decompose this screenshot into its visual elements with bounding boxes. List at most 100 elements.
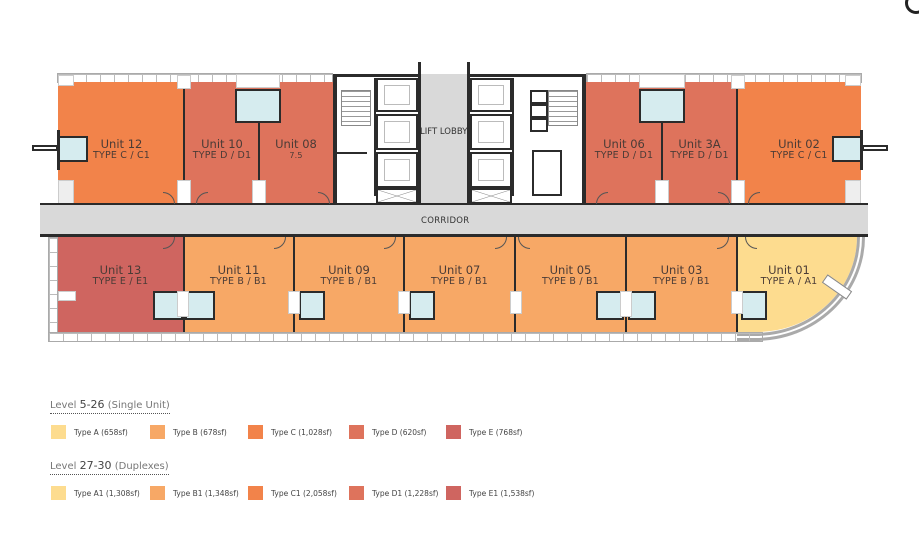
wall [736, 237, 738, 332]
legend-item-type-c1: Type C1 (2,058sf) [248, 486, 337, 500]
wall [514, 237, 516, 332]
unit-type: TYPE C / C1 [92, 150, 151, 162]
unit-name: Unit 07 [438, 263, 481, 277]
legend-item-type-b: Type B (678sf) [150, 425, 227, 439]
unit-10[interactable]: Unit 10 TYPE D / D1 [185, 82, 259, 204]
legend-label: Type D1 (1,228sf) [372, 488, 439, 498]
unit-type: TYPE C / C1 [770, 150, 828, 162]
column [177, 291, 189, 317]
riser [530, 104, 548, 118]
bathroom [596, 291, 624, 320]
swatch-type-b1 [150, 486, 165, 500]
unit-name: Unit 13 [99, 263, 142, 277]
bathroom [639, 89, 685, 123]
unit-name: Unit 03 [660, 263, 703, 277]
swatch-type-d [349, 425, 364, 439]
column [58, 291, 76, 301]
swatch-type-e1 [446, 486, 461, 500]
staircase-left [341, 90, 371, 126]
legend-title-single: Level 5-26 (Single Unit) [50, 398, 170, 414]
bathroom [628, 291, 656, 320]
corridor-label: CORRIDOR [421, 216, 470, 226]
column [288, 291, 300, 314]
side-ledge-right [862, 145, 888, 151]
legend-item-type-b1: Type B1 (1,348sf) [150, 486, 239, 500]
unit-type: TYPE D / D1 [594, 150, 654, 162]
bathroom [185, 291, 215, 320]
wall [183, 82, 185, 204]
wall [467, 62, 470, 204]
wall [625, 237, 627, 332]
unit-type: TYPE D / D1 [192, 150, 252, 162]
swatch-type-c [248, 425, 263, 439]
column [177, 180, 191, 204]
riser [530, 118, 548, 132]
unit-type: TYPE B / B1 [542, 276, 599, 288]
unit-name: Unit 12 [100, 137, 143, 151]
shaft [376, 188, 418, 204]
column [655, 180, 669, 204]
unit-name: Unit 02 [778, 137, 820, 151]
shaft [470, 188, 512, 204]
wall [374, 78, 376, 196]
riser [530, 90, 548, 104]
column [58, 180, 74, 204]
unit-name: Unit 09 [328, 263, 370, 277]
legend-label: Type B (678sf) [173, 427, 227, 437]
legend-item-type-a: Type A (658sf) [51, 425, 128, 439]
wall [293, 237, 295, 332]
column [845, 180, 861, 204]
bathroom [409, 291, 435, 320]
legend-label: Type E (768sf) [469, 427, 523, 437]
column [620, 291, 632, 317]
legend-title-duplex: Level 27-30 (Duplexes) [50, 459, 169, 475]
column [58, 75, 74, 86]
wall [258, 120, 260, 204]
wall [512, 78, 514, 196]
lift-car [470, 152, 512, 188]
unit-type: TYPE B / B1 [210, 276, 267, 288]
column [845, 75, 861, 86]
legend-label: Type A1 (1,308sf) [74, 488, 140, 498]
wall [333, 74, 337, 204]
legend-title-levels: 27-30 [79, 459, 112, 472]
column [731, 291, 743, 314]
facade-grid-bottom [48, 332, 763, 342]
unit-name: Unit 11 [217, 263, 260, 277]
unit-name: Unit 10 [201, 137, 243, 151]
bathroom [235, 89, 281, 123]
utility-room [532, 150, 562, 196]
unit-name: Unit 05 [549, 263, 592, 277]
wall [661, 120, 663, 204]
legend-item-type-d: Type D (620sf) [349, 425, 427, 439]
legend-item-type-e1: Type E1 (1,538sf) [446, 486, 534, 500]
swatch-type-a [51, 425, 66, 439]
bathroom [832, 136, 862, 162]
bathroom [299, 291, 325, 320]
legend-title-prefix: Level [50, 461, 80, 472]
wall [183, 237, 185, 332]
legend-item-type-a1: Type A1 (1,308sf) [51, 486, 140, 500]
lift-car [470, 78, 512, 112]
swatch-type-d1 [349, 486, 364, 500]
legend-label: Type A (658sf) [74, 427, 128, 437]
wall [40, 203, 868, 205]
column [398, 291, 410, 314]
swatch-type-b [150, 425, 165, 439]
legend-item-type-c: Type C (1,028sf) [248, 425, 332, 439]
bathroom [741, 291, 767, 320]
legend-title-suffix: (Duplexes) [111, 461, 169, 472]
column [731, 180, 745, 204]
corridor [40, 205, 868, 234]
unit-name: Unit 08 [275, 137, 317, 151]
column [731, 75, 745, 89]
side-ledge-left [32, 145, 58, 151]
legend-label: Type C (1,028sf) [271, 427, 333, 437]
lift-lobby-label: LIFT LOBBY [420, 127, 468, 137]
wall [337, 152, 367, 154]
lift-car [376, 78, 418, 112]
swatch-type-a1 [51, 486, 66, 500]
wall [736, 82, 738, 204]
legend-title-prefix: Level [50, 400, 80, 411]
unit-type: TYPE E / E1 [92, 276, 149, 288]
